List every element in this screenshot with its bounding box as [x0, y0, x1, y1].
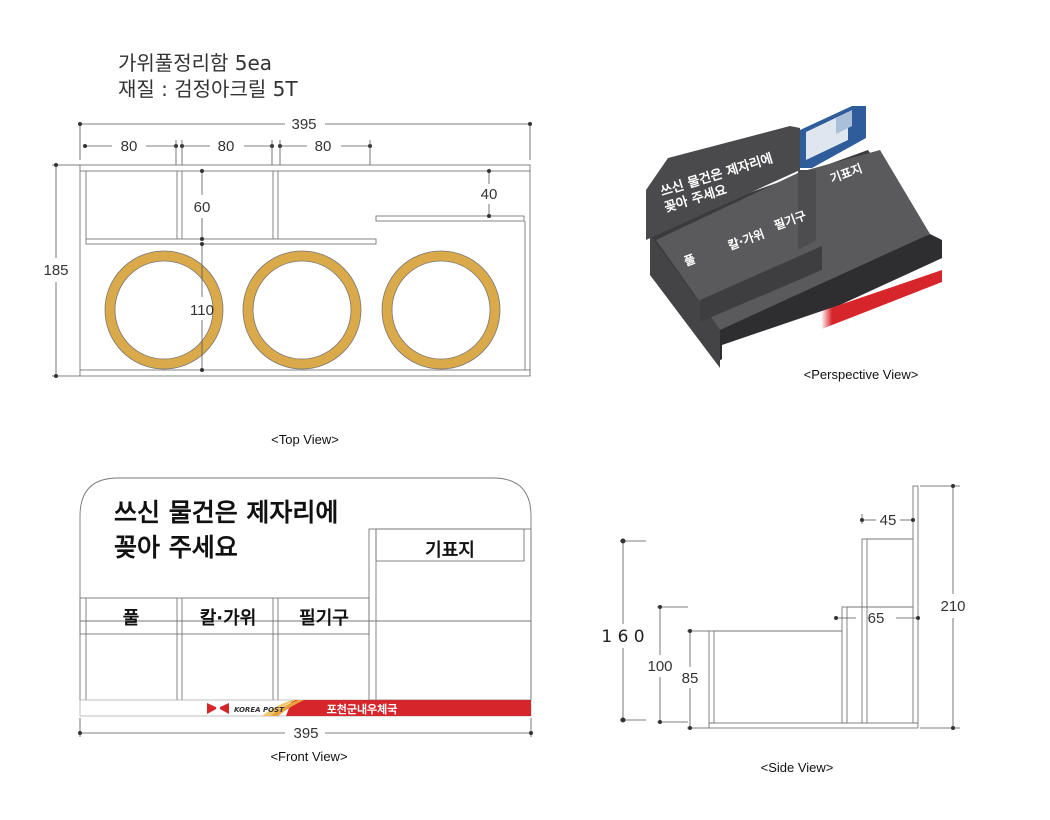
spec-header: 가위풀정리함 5ea 재질 : 검정아크릴 5T [118, 50, 298, 102]
side-view-caption: <Side View> [761, 760, 834, 775]
material-spec: 재질 : 검정아크릴 5T [118, 77, 298, 101]
side-dim-210: 210 [940, 598, 965, 615]
side-outline [708, 485, 919, 729]
top-compartment-dimensions: 80 80 80 [83, 138, 372, 165]
korea-post-brand: KOREA POST [234, 706, 285, 714]
top-view: 395 80 80 80 [43, 116, 532, 447]
front-brand-band: KOREA POST 포천군내우체국 [79, 699, 532, 717]
front-label-slips: 기표지 [425, 540, 475, 561]
front-label-pens: 필기구 [299, 608, 349, 629]
front-label-knife-scissors: 칼·가위 [200, 608, 257, 629]
perspective-view: 쓰신 물건은 제자리에 꽂아 주세요 풀 칼·가위 필기구 기표지 <Persp… [646, 106, 942, 382]
perspective-booklets [800, 106, 866, 168]
front-view: 쓰신 물건은 제자리에 꽂아 주세요 풀 칼·가위 필기구 기표지 KOREA … [78, 477, 533, 764]
korea-post-logo-icon [207, 703, 229, 714]
side-dim-85: 85 [682, 670, 699, 687]
front-view-caption: <Front View> [270, 749, 347, 764]
side-dim-160: 1 6 0 [601, 627, 644, 647]
side-dim-45: 45 [880, 512, 897, 529]
compartment-1-width: 80 [121, 138, 138, 155]
perspective-label-glue: 풀 [682, 251, 698, 269]
height-185-label: 185 [43, 262, 68, 279]
depth-60-label: 60 [194, 199, 211, 216]
top-width-label: 395 [291, 116, 316, 133]
perspective-body [646, 126, 942, 368]
top-height-dimension: 185 [43, 163, 80, 378]
side-dim-100: 100 [647, 658, 672, 675]
top-width-dimension: 395 [78, 116, 532, 160]
side-view: 45 65 210 1 6 0 100 [601, 484, 966, 775]
top-view-caption: <Top View> [271, 432, 339, 447]
front-slogan-line-1: 쓰신 물건은 제자리에 [114, 498, 338, 527]
perspective-view-caption: <Perspective View> [804, 367, 919, 382]
front-width-dimension: 395 [78, 718, 533, 742]
tool-holder-rings [104, 250, 501, 370]
product-title: 가위풀정리함 5ea [118, 51, 273, 75]
side-dimensions: 45 65 210 1 6 0 100 [601, 484, 966, 730]
depth-110-label: 110 [190, 302, 214, 319]
top-outline [79, 164, 531, 377]
compartment-2-width: 80 [218, 138, 235, 155]
front-label-glue: 풀 [123, 608, 140, 629]
depth-40-label: 40 [481, 186, 498, 203]
front-width-label: 395 [293, 725, 318, 742]
side-dim-65: 65 [868, 610, 885, 627]
front-slogan-line-2: 꽂아 주세요 [114, 533, 238, 562]
compartment-3-width: 80 [315, 138, 332, 155]
top-depth-dimensions: 60 110 40 [190, 169, 497, 372]
post-office-name: 포천군내우체국 [327, 702, 398, 716]
